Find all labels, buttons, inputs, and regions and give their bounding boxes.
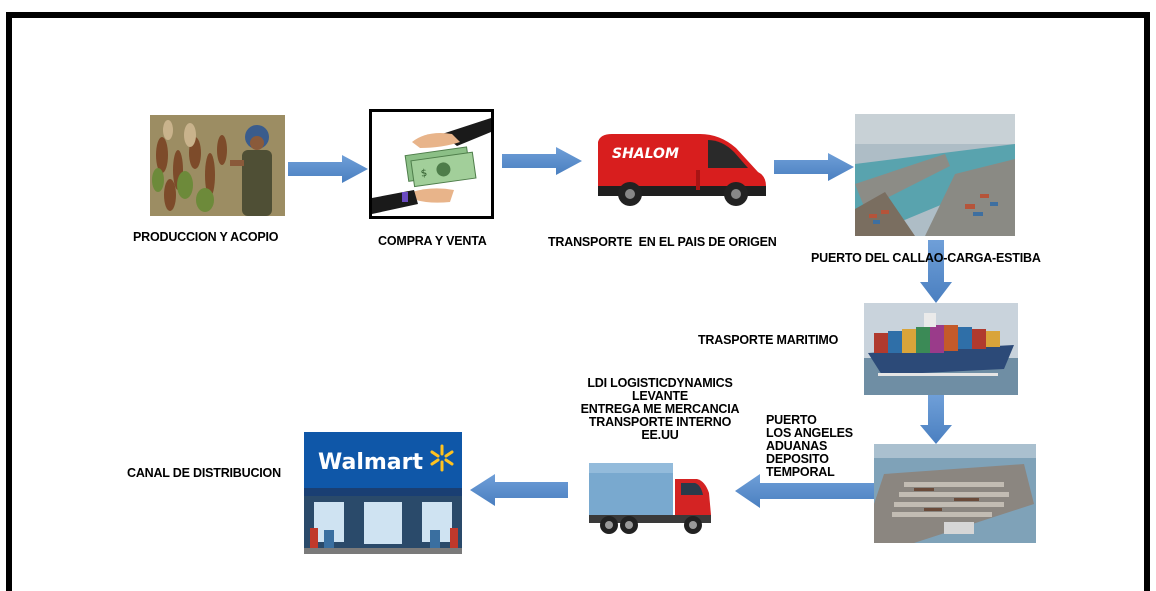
money-exchange-image: $	[369, 109, 494, 219]
quinoa-field-image	[150, 115, 285, 216]
van-brand-text: SHALOM	[612, 146, 679, 162]
label-produccion: PRODUCCION Y ACOPIO	[133, 230, 279, 244]
label-puerto-la-line: LOS ANGELES	[766, 426, 853, 440]
label-ldi-line: EE.UU	[641, 428, 679, 442]
walmart-logo-text: Walmart	[318, 450, 423, 475]
arrow-ldi-canal	[470, 474, 568, 506]
svg-text:$: $	[420, 168, 428, 180]
container-ship-image	[864, 303, 1018, 395]
label-transporte-origen: TRANSPORTE EN EL PAIS DE ORIGEN	[548, 235, 777, 249]
arrow-puerto-ldi	[735, 474, 875, 508]
label-ldi-line: ENTREGA ME MERCANCIA	[580, 402, 740, 416]
delivery-truck-image	[585, 459, 715, 541]
label-maritimo: TRASPORTE MARITIMO	[698, 333, 839, 347]
label-puerto-la-line: TEMPORAL	[766, 465, 835, 479]
label-compra: COMPRA Y VENTA	[378, 234, 487, 248]
arrow-transporte-callao	[774, 153, 854, 181]
diagram-frame	[6, 12, 1150, 591]
los-angeles-port-image	[874, 444, 1036, 543]
label-puerto-callao: PUERTO DEL CALLAO-CARGA-ESTIBA	[811, 251, 1041, 265]
label-puerto-la-line: ADUANAS	[766, 439, 828, 453]
label-ldi-line: LEVANTE	[631, 389, 688, 403]
arrow-compra-transporte	[502, 147, 582, 175]
label-puerto-la-line: DEPOSITO	[766, 452, 829, 466]
arrow-callao-maritimo	[920, 240, 952, 303]
label-canal: CANAL DE DISTRIBUCION	[127, 466, 281, 480]
label-puerto-la-line: PUERTO	[766, 413, 817, 427]
arrow-produccion-compra	[288, 155, 368, 183]
label-ldi-line: TRANSPORTE INTERNO	[588, 415, 732, 429]
arrow-maritimo-puerto	[920, 395, 952, 444]
callao-port-image	[855, 114, 1015, 236]
walmart-store-image: Walmart	[304, 432, 462, 554]
label-ldi-line: LDI LOGISTICDYNAMICS	[587, 376, 733, 390]
label-puerto-la: PUERTO LOS ANGELES ADUANAS DEPOSITO TEMP…	[766, 414, 853, 479]
shalom-van-image: SHALOM	[590, 130, 772, 208]
label-ldi: LDI LOGISTICDYNAMICS LEVANTE ENTREGA ME …	[560, 377, 760, 442]
